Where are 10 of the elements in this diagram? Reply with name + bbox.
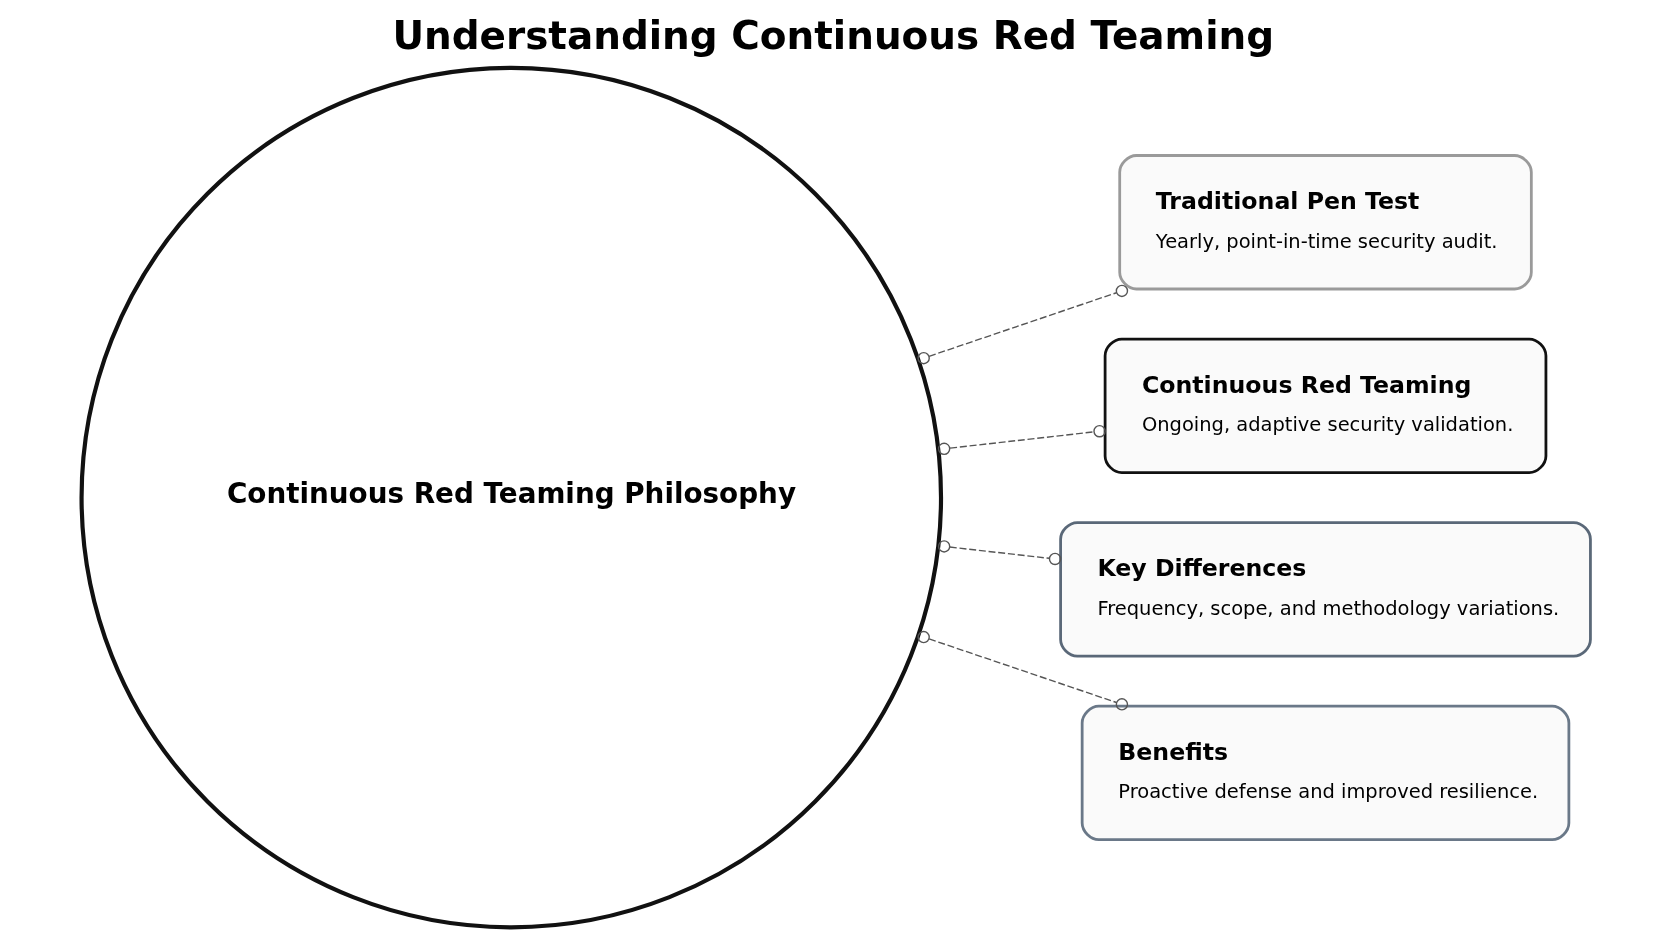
node-box: Benefits Proactive defense and improved resilience.	[1080, 704, 1571, 842]
node-circle: Continuous Red Teaming Philosophy	[79, 65, 944, 930]
connector	[917, 630, 1129, 711]
connector	[937, 424, 1106, 456]
node-box: Traditional Pen Test Yearly, point-in-time security audit.	[1118, 154, 1533, 291]
connector	[937, 540, 1062, 566]
node-box: Key Differences Frequency, scope, and methodology variations.	[1059, 521, 1592, 658]
diagram-title: Understanding Continuous Red Teaming	[392, 12, 1275, 58]
connector	[917, 284, 1129, 365]
node-box: Continuous Red Teaming Ongoing, adaptive security validation.	[1103, 337, 1548, 474]
